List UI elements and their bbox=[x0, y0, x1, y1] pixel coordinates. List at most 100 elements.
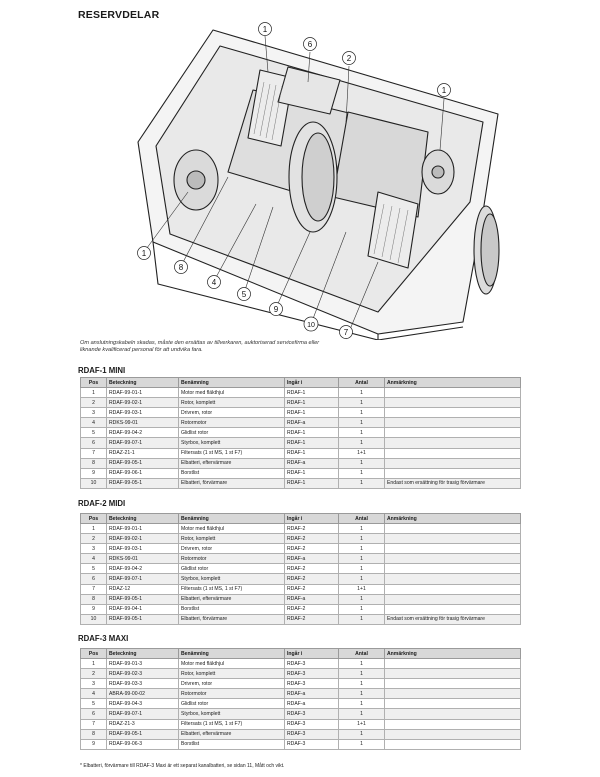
cell-pos: 3 bbox=[80, 407, 107, 419]
cell-beteckning: RDAF-99-01-3 bbox=[106, 657, 179, 670]
parts-table-rdaf-3: Pos Beteckning Benämning Ingår i Antal A… bbox=[80, 648, 521, 750]
cell-beteckning: RDAF-99-02-1 bbox=[106, 533, 179, 545]
cell-beteckning: RDKS-99-01 bbox=[106, 553, 179, 565]
cell-beteckning: RDAF-99-06-3 bbox=[106, 738, 179, 750]
cell-anmarkning bbox=[384, 522, 521, 535]
cell-pos: 5 bbox=[80, 563, 107, 575]
cell-benamning: Elbatteri, förvärmare bbox=[178, 477, 285, 489]
cell-ingar-i: RDAF-a bbox=[284, 457, 339, 469]
cell-ingar-i: RDAF-3 bbox=[284, 718, 339, 730]
cell-pos: 9 bbox=[80, 603, 107, 615]
cell-pos: 2 bbox=[80, 397, 107, 409]
cell-antal: 1 bbox=[338, 427, 385, 439]
cell-ingar-i: RDAF-a bbox=[284, 417, 339, 429]
cell-benamning: Motor med fläkthjul bbox=[178, 657, 285, 670]
cell-anmarkning bbox=[384, 708, 521, 720]
cell-pos: 5 bbox=[80, 427, 107, 439]
cell-antal: 1 bbox=[338, 417, 385, 429]
cell-pos: 4 bbox=[80, 553, 107, 565]
col-anmarkning: Anmärkning bbox=[384, 648, 521, 659]
cell-ingar-i: RDAF-1 bbox=[284, 467, 339, 479]
cell-anmarkning bbox=[384, 386, 521, 399]
cell-anmarkning bbox=[384, 543, 521, 555]
col-antal: Antal bbox=[338, 648, 385, 659]
cell-pos: 8 bbox=[80, 593, 107, 605]
cell-ingar-i: RDAF-2 bbox=[284, 603, 339, 615]
cell-ingar-i: RDAF-1 bbox=[284, 437, 339, 449]
cell-antal: 1 bbox=[338, 563, 385, 575]
cell-benamning: Elbatteri, förvärmare bbox=[178, 613, 285, 625]
cell-beteckning: RDAF-99-02-1 bbox=[106, 397, 179, 409]
cell-pos: 7 bbox=[80, 583, 107, 595]
cell-anmarkning bbox=[384, 457, 521, 469]
cell-beteckning: RDAZ-12 bbox=[106, 583, 179, 595]
cell-anmarkning bbox=[384, 738, 521, 750]
cell-anmarkning bbox=[384, 657, 521, 670]
cell-benamning: Rotormotor bbox=[178, 553, 285, 565]
safety-note: Om anslutningskabeln skadas, måste den e… bbox=[80, 340, 320, 354]
cell-benamning: Elbatteri, eftervärmare bbox=[178, 593, 285, 605]
cell-beteckning: RDAF-99-03-1 bbox=[106, 543, 179, 555]
cell-ingar-i: RDAF-2 bbox=[284, 543, 339, 555]
cell-beteckning: RDAF-99-07-1 bbox=[106, 437, 179, 449]
cell-beteckning: RDAF-99-03-3 bbox=[106, 678, 179, 690]
callout-1-right: 1 bbox=[437, 83, 451, 97]
cell-beteckning: RDAZ-21-1 bbox=[106, 447, 179, 459]
callout-9: 9 bbox=[269, 302, 283, 316]
cell-pos: 4 bbox=[80, 417, 107, 429]
cell-benamning: Rotor, komplett bbox=[178, 533, 285, 545]
cell-beteckning: RDAF-99-07-1 bbox=[106, 708, 179, 720]
cell-anmarkning bbox=[384, 553, 521, 565]
col-benamning: Benämning bbox=[178, 513, 285, 524]
cell-beteckning: RDAF-99-07-1 bbox=[106, 573, 179, 585]
col-beteckning: Beteckning bbox=[106, 513, 179, 524]
svg-text:1: 1 bbox=[442, 86, 447, 95]
cell-anmarkning bbox=[384, 668, 521, 680]
cell-antal: 1+1 bbox=[338, 447, 385, 459]
cell-beteckning: RDAZ-21-3 bbox=[106, 718, 179, 730]
cell-antal: 1 bbox=[338, 708, 385, 720]
cell-ingar-i: RDAF-1 bbox=[284, 397, 339, 409]
cell-antal: 1 bbox=[338, 522, 385, 535]
cell-benamning: Drivrem, rotor bbox=[178, 407, 285, 419]
footnote: * Elbatteri, förvärmare till RDAF-3 Maxi… bbox=[80, 763, 285, 769]
cell-benamning: Motor med fläkthjul bbox=[178, 386, 285, 399]
col-ingar-i: Ingår i bbox=[284, 513, 339, 524]
cell-antal: 1 bbox=[338, 728, 385, 740]
cell-antal: 1 bbox=[338, 678, 385, 690]
cell-pos: 8 bbox=[80, 728, 107, 740]
cell-beteckning: RDAF-99-01-1 bbox=[106, 386, 179, 399]
col-beteckning: Beteckning bbox=[106, 377, 179, 388]
cell-beteckning: RDAF-99-05-1 bbox=[106, 593, 179, 605]
cell-ingar-i: RDAF-3 bbox=[284, 678, 339, 690]
cell-anmarkning bbox=[384, 728, 521, 740]
cell-antal: 1 bbox=[338, 657, 385, 670]
cell-anmarkning: Endast som ersättning för trasig förvärm… bbox=[384, 613, 521, 625]
cell-ingar-i: RDAF-1 bbox=[284, 407, 339, 419]
cell-benamning: Styrbox, komplett bbox=[178, 573, 285, 585]
cell-benamning: Rotor, komplett bbox=[178, 397, 285, 409]
cell-benamning: Elbatteri, eftervärmare bbox=[178, 457, 285, 469]
col-pos: Pos bbox=[80, 513, 107, 524]
cell-anmarkning bbox=[384, 437, 521, 449]
cell-ingar-i: RDAF-2 bbox=[284, 573, 339, 585]
callout-10: 10 bbox=[303, 316, 319, 332]
section-title-rdaf-3: RDAF-3 MAXI bbox=[78, 634, 129, 643]
col-benamning: Benämning bbox=[178, 377, 285, 388]
cell-benamning: Borstlist bbox=[178, 738, 285, 750]
callout-4: 4 bbox=[207, 275, 221, 289]
cell-pos: 6 bbox=[80, 437, 107, 449]
page-title: RESERVDELAR bbox=[78, 9, 160, 21]
cell-antal: 1 bbox=[338, 386, 385, 399]
cell-ingar-i: RDAF-3 bbox=[284, 657, 339, 670]
cell-ingar-i: RDAF-1 bbox=[284, 427, 339, 439]
cell-benamning: Borstlist bbox=[178, 603, 285, 615]
cell-anmarkning bbox=[384, 447, 521, 459]
cell-benamning: Rotormotor bbox=[178, 417, 285, 429]
